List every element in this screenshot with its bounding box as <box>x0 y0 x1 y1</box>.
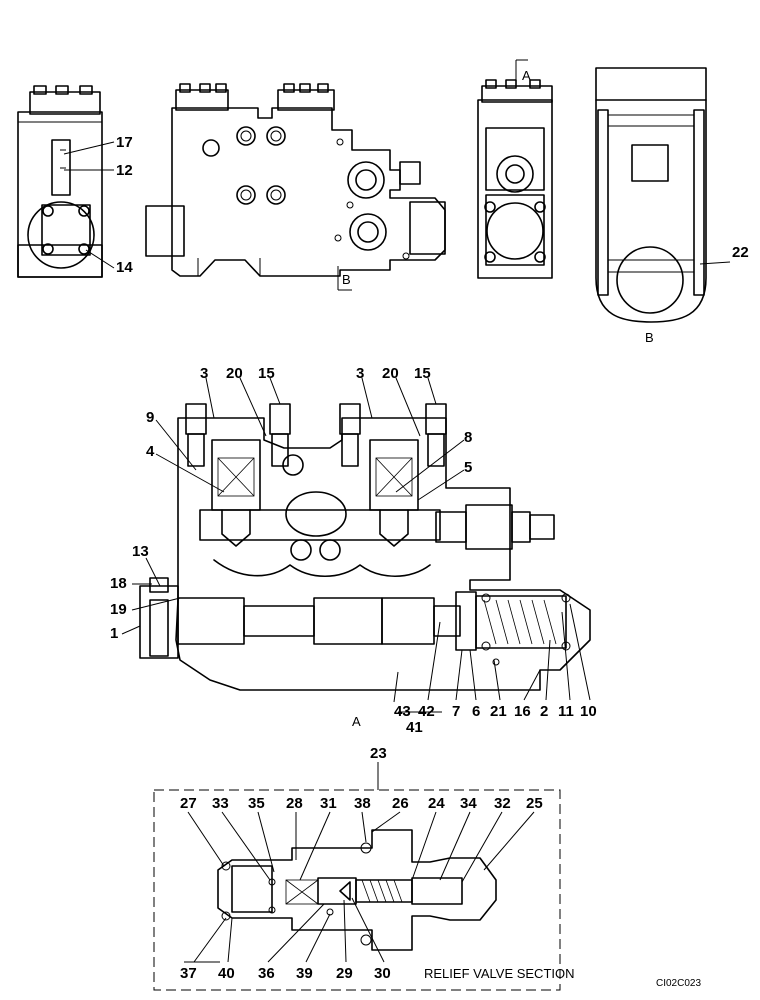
callout-12: 12 <box>116 162 133 179</box>
front-view <box>145 83 446 291</box>
callout-43: 43 <box>394 703 411 720</box>
leader-lines-main <box>121 377 591 713</box>
section-b-view <box>595 67 707 323</box>
callout-22: 22 <box>732 244 749 261</box>
side-view-a <box>477 59 553 279</box>
callout-32: 32 <box>494 795 511 812</box>
callout-11: 11 <box>558 703 574 720</box>
callout-26: 26 <box>392 795 409 812</box>
callout-37: 37 <box>180 965 197 982</box>
main-section-a <box>139 403 591 691</box>
callout-23: 23 <box>370 745 387 762</box>
callout-16: 16 <box>514 703 531 720</box>
callout-33: 33 <box>212 795 229 812</box>
section-mark-a-top: A <box>522 68 531 83</box>
callout-6: 6 <box>472 703 480 720</box>
callout-31: 31 <box>320 795 337 812</box>
callout-15-left: 15 <box>258 365 275 382</box>
callout-8: 8 <box>464 429 472 446</box>
callout-7: 7 <box>452 703 460 720</box>
side-view-left <box>17 85 103 278</box>
callout-9: 9 <box>146 409 154 426</box>
callout-2: 2 <box>540 703 548 720</box>
section-mark-a-main: A <box>352 714 361 729</box>
callout-20-left: 20 <box>226 365 243 382</box>
callout-1: 1 <box>110 625 118 642</box>
callout-5: 5 <box>464 459 472 476</box>
callout-10: 10 <box>580 703 597 720</box>
callout-20-right: 20 <box>382 365 399 382</box>
callout-34: 34 <box>460 795 477 812</box>
callout-15-right: 15 <box>414 365 431 382</box>
callout-21: 21 <box>490 703 507 720</box>
relief-valve-caption: RELIEF VALVE SECTION <box>424 966 575 981</box>
callout-17: 17 <box>116 134 133 151</box>
callout-13: 13 <box>132 543 149 560</box>
callout-18: 18 <box>110 575 127 592</box>
callout-30: 30 <box>374 965 391 982</box>
callout-28: 28 <box>286 795 303 812</box>
section-mark-b-cut: B <box>342 272 351 287</box>
callout-24: 24 <box>428 795 445 812</box>
callout-4: 4 <box>146 443 155 460</box>
callout-40: 40 <box>218 965 235 982</box>
callout-29: 29 <box>336 965 353 982</box>
callout-3-right: 3 <box>356 365 364 382</box>
callout-41: 41 <box>406 719 423 736</box>
callout-42: 42 <box>418 703 435 720</box>
callout-36: 36 <box>258 965 275 982</box>
callout-14: 14 <box>116 259 133 276</box>
leader-lines-relief <box>184 762 535 963</box>
callout-19: 19 <box>110 601 127 618</box>
callout-27: 27 <box>180 795 197 812</box>
leader-lines-top <box>63 141 731 269</box>
callout-3-left: 3 <box>200 365 208 382</box>
callout-25: 25 <box>526 795 543 812</box>
section-mark-b-view: B <box>645 330 654 345</box>
drawing-code: CI02C023 <box>656 978 701 989</box>
callout-38: 38 <box>354 795 371 812</box>
relief-valve-section <box>153 789 561 991</box>
callout-39: 39 <box>296 965 313 982</box>
callout-35: 35 <box>248 795 265 812</box>
